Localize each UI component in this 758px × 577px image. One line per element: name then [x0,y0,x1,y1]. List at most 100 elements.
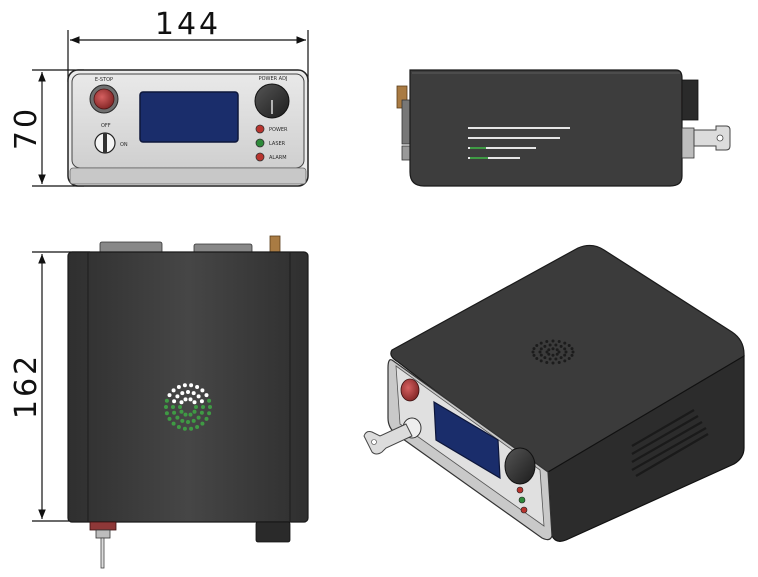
iso-vent-dot [554,343,558,347]
front-bottom-strip [69,167,307,185]
vent-dot [194,405,198,409]
vent-dot [191,418,196,423]
vent-dot [186,390,190,394]
iso-vent-dot [563,341,567,345]
iso-vent-dot [557,340,561,343]
vent-dot [167,416,172,421]
iso-vent-dot [545,340,549,343]
iso-vent-dot [547,352,551,356]
side-rear-clip [401,145,411,161]
iso-vent-dot [545,361,549,364]
iso-vent-dot [563,347,567,351]
vent-dot [207,411,212,416]
iso-side-vent-2 [631,415,699,455]
top-key [100,537,105,569]
iso-display [433,400,501,480]
iso-vent-dot [535,344,539,347]
iso-estop-button [400,378,420,402]
key-on-label: ON [120,142,128,148]
vent-dot [164,398,169,403]
iso-vent-dot [559,356,563,360]
vent-dot [171,388,176,393]
iso-vent-dot [539,341,543,345]
vent-dot [172,399,177,404]
iso-vent-dot [559,344,563,348]
width-dimension-label: 144 [155,7,221,42]
vent-dot [180,391,185,396]
indicator-power-label: POWER [269,127,288,133]
iso-vent-dot [551,339,555,343]
estop-button [93,88,115,110]
vent-dot [176,385,181,389]
top-key-barrel [95,529,111,539]
vent-dot [192,409,197,414]
depth-dimension-label: 162 [9,353,44,419]
vent-dot [188,397,193,402]
iso-vent-dot [535,357,539,360]
iso-indicator-alarm [520,506,528,514]
vent-dot [199,399,204,404]
top-vent-pattern [164,383,212,431]
vent-dot [196,394,201,399]
vent-dot [182,383,187,388]
vent-dot [182,426,187,431]
vent-dot [200,388,205,393]
vent-dot [179,400,184,405]
iso-vent-dot [557,361,561,364]
iso-vent-dot [555,352,559,356]
iso-vent-dot [548,357,552,361]
vent-dot [183,412,188,417]
vent-dot [200,421,205,426]
top-knob-protrusion [255,521,291,543]
iso-vent-dot [563,353,567,357]
isometric-view [363,244,745,542]
side-key-barrel [681,127,695,159]
indicator-alarm-led [255,152,265,162]
vent-dot [176,425,181,429]
vent-dot [208,405,212,409]
iso-side-vent-4 [631,427,707,471]
vent-dot [199,410,204,415]
front-display [139,91,239,143]
iso-vent-dot [539,347,543,351]
vent-dot [179,409,184,414]
vent-dot [204,393,209,398]
iso-key-hole [371,439,377,445]
vent-dot [201,405,205,409]
iso-side-vent-3 [631,421,703,463]
key-slot [103,133,107,153]
iso-vent-dot [567,357,571,360]
vent-dot [167,393,172,398]
iso-vent-dot [539,359,543,363]
iso-vent-dot [532,353,536,357]
iso-vent-dot [551,347,555,351]
vent-dot [175,415,180,420]
iso-vent-dot [548,343,552,347]
vent-dot [180,418,185,423]
iso-vent-dot [564,350,568,354]
vent-dot [175,394,180,399]
vent-dot [171,405,175,409]
side-key [693,125,731,151]
iso-vent-dot [557,350,561,354]
iso-vent-dot [563,359,567,363]
iso-side-vent-5 [635,433,709,477]
iso-vent-dot [551,353,555,357]
key-off-label: OFF [101,123,111,129]
iso-vent-dot [545,350,549,354]
iso-indicator-power [516,486,524,494]
iso-power-knob [504,447,536,485]
iso-vent-dot [551,361,555,365]
vent-dot [189,383,194,388]
front-view: 144 70 E-STOP OFF ON POWER ADJ POWER LAS… [9,7,309,187]
iso-vent-dot [570,353,574,357]
power-adj-label: POWER ADJ [259,76,288,82]
vent-dot [164,411,169,416]
iso-vent-dot [543,356,547,360]
vent-dot [195,425,200,429]
vent-dot [192,400,197,405]
iso-vent-dot [570,347,574,351]
iso-vent-dot [555,348,559,352]
iso-vent-dot [539,353,543,357]
